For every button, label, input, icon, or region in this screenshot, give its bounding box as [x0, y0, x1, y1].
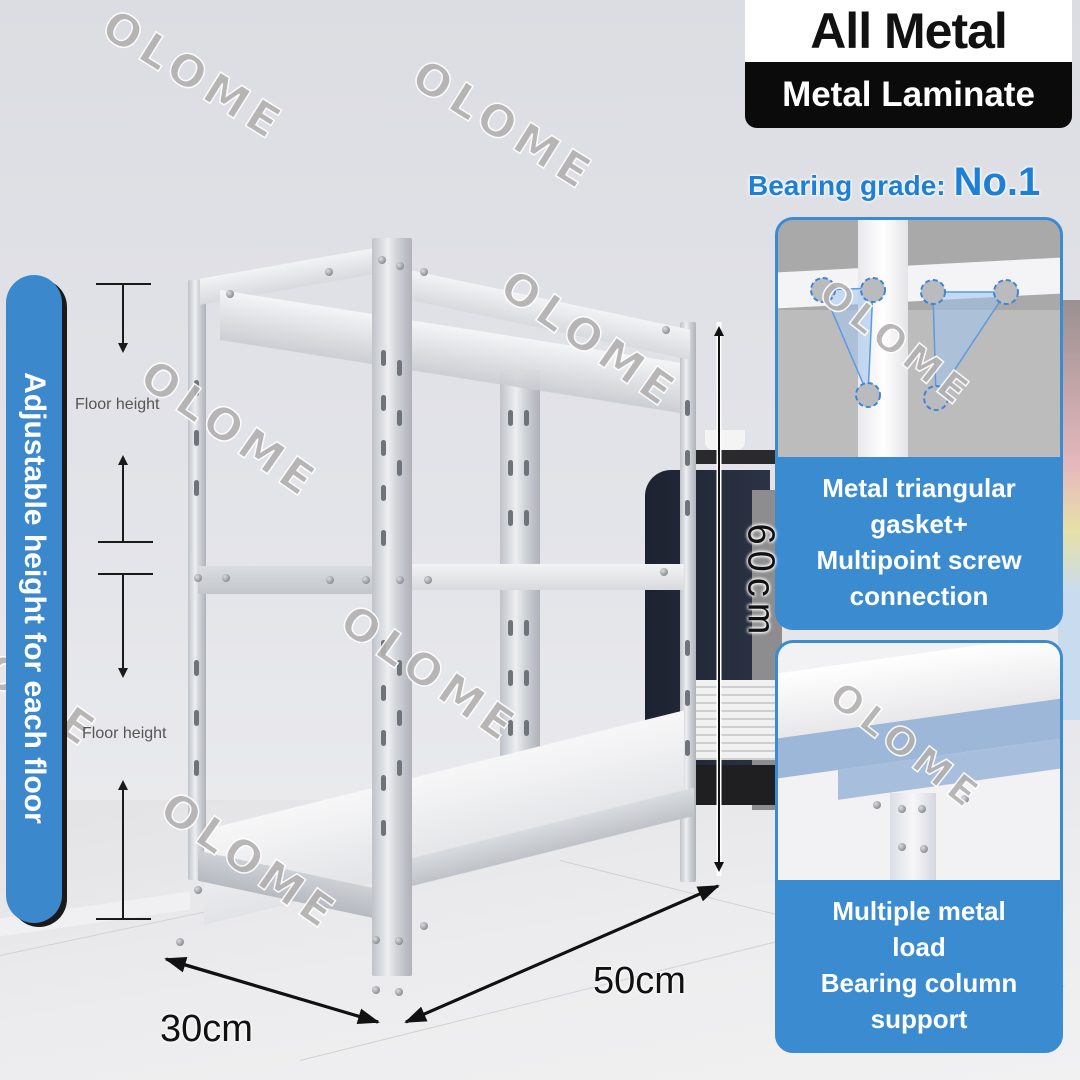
height-dimension: 60cm	[739, 523, 782, 641]
material-subtitle: Metal Laminate	[782, 75, 1035, 114]
middle-beam-front	[400, 564, 684, 590]
bearing-grade: Bearing grade: No.1	[748, 160, 1078, 205]
material-badge: All Metal Metal Laminate	[745, 0, 1072, 128]
arrow-down-icon	[118, 343, 128, 353]
shelf-post-back-right	[500, 370, 540, 810]
feature-line: gasket+	[870, 509, 968, 539]
feature-line: connection	[849, 581, 989, 611]
arrow-up-icon	[118, 455, 128, 465]
feature-text-gasket: Metal triangular gasket+ Multipoint scre…	[778, 457, 1060, 627]
bearing-grade-value: No.1	[953, 160, 1041, 204]
shelf-post-right	[680, 322, 696, 882]
floor-height-label: Floor height	[82, 725, 167, 742]
feature-line: Multiple metal	[832, 896, 1006, 926]
arrow-down-icon	[118, 668, 128, 678]
bed-edge	[1058, 300, 1080, 720]
cup	[705, 430, 745, 450]
feature-card-column: OLOME Multiple metal load Bearing column…	[775, 640, 1063, 1053]
feature-line: support	[870, 1004, 968, 1034]
floor-height-label: Floor height	[75, 396, 160, 413]
column-closeup-image: OLOME	[778, 643, 1060, 880]
adjustable-height-banner	[6, 275, 62, 923]
book-stack	[690, 680, 780, 760]
material-title: All Metal	[745, 0, 1072, 62]
feature-text-column: Multiple metal load Bearing column suppo…	[778, 880, 1060, 1050]
gasket-closeup-image: OLOME	[778, 220, 1060, 457]
feature-line: Multipoint screw	[816, 545, 1022, 575]
feature-card-gasket: OLOME Metal triangular gasket+ Multipoin…	[775, 217, 1063, 630]
triangular-gasket-icon	[810, 277, 1019, 411]
width-dimension: 50cm	[593, 960, 686, 1002]
side-table-top	[690, 450, 780, 464]
feature-line: Metal triangular	[822, 473, 1016, 503]
bearing-grade-label: Bearing grade:	[748, 170, 946, 201]
arrow-up-icon	[118, 780, 128, 790]
feature-line: load	[892, 932, 946, 962]
feature-line: Bearing column	[820, 968, 1018, 998]
depth-dimension: 30cm	[160, 1008, 253, 1050]
shelf-post-front	[372, 238, 412, 976]
